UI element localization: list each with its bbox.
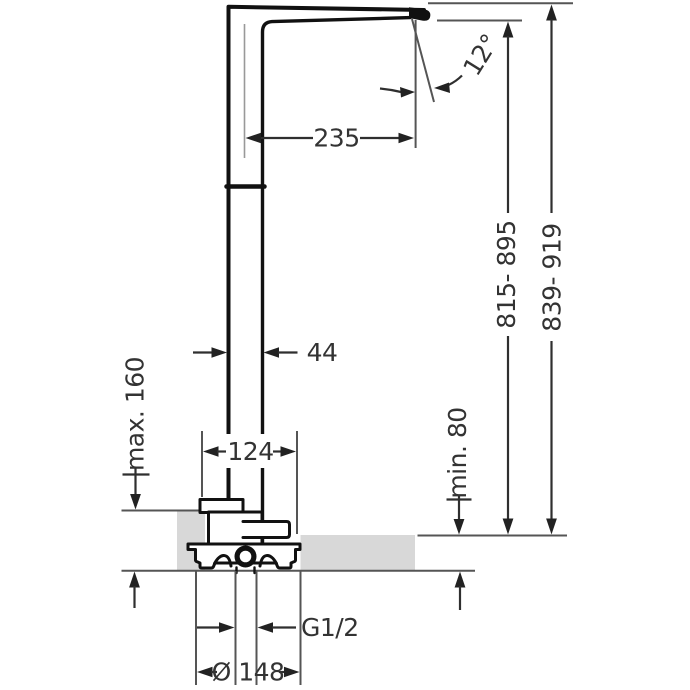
- bottom-extension-lines: [195, 571, 302, 685]
- dim-spout-reach: 235: [245, 124, 414, 153]
- dim-spout-height: 815- 895: [437, 19, 522, 535]
- dim-escutcheon-width-label: 124: [227, 437, 273, 466]
- dim-base-diameter: Ø 148: [197, 658, 300, 687]
- arrowhead-up: [454, 571, 466, 588]
- dim-spout-angle-label: 12°: [457, 29, 504, 81]
- spout-underside-and-inner-edge: [260, 15, 412, 546]
- arrowhead-right: [434, 82, 450, 93]
- arrowhead-bottom: [502, 518, 514, 535]
- arrowhead-right: [398, 132, 414, 144]
- angle-arc-right: [448, 74, 463, 86]
- dim-total-height-label: 839- 919: [538, 223, 567, 331]
- arrowhead-top: [546, 4, 557, 21]
- arrowhead-up: [129, 571, 140, 588]
- arrowhead-down: [130, 494, 141, 510]
- dim-max-floor-buildup-label: max. 160: [121, 357, 150, 471]
- dim-total-height: 839- 919: [428, 2, 573, 535]
- arrowhead-right: [257, 622, 273, 633]
- dim-spout-reach-label: 235: [313, 124, 359, 153]
- mounting-clamp-right: [258, 554, 278, 568]
- dim-max-floor-buildup: max. 160: [121, 357, 150, 608]
- floor: [121, 509, 567, 572]
- dim-column-width: 44: [193, 338, 338, 367]
- dim-spout-height-label: 815- 895: [492, 220, 521, 328]
- arrowhead-bottom: [546, 518, 557, 535]
- dim-min-floor-buildup: min. 80: [443, 407, 472, 610]
- mounting-clamp-left: [213, 554, 233, 568]
- arrowhead-down: [453, 519, 465, 535]
- arrowhead-left: [203, 446, 219, 457]
- dim-base-diameter-label: Ø 148: [212, 658, 285, 687]
- arrowhead-left: [245, 132, 261, 144]
- arrowhead-left: [211, 347, 227, 358]
- dim-escutcheon-width: 124: [201, 431, 298, 534]
- tilted-axis-line: [411, 18, 435, 103]
- tub-spout-outlet: [241, 520, 291, 539]
- faucet-outline: [186, 4, 431, 575]
- mounting-ring-bore: [239, 550, 252, 563]
- label-gap-mask: [222, 434, 270, 468]
- dim-connection-thread-label: G1/2: [301, 613, 359, 642]
- arrowhead-right: [280, 446, 296, 457]
- angle-arc-left: [379, 87, 402, 94]
- floor-slab-right: [300, 535, 415, 571]
- arrowhead-left: [219, 622, 235, 633]
- arrowhead-right: [284, 666, 300, 678]
- dim-min-floor-buildup-label: min. 80: [443, 407, 472, 498]
- faucet-column-outer-edge: [226, 4, 426, 503]
- arrowhead-top: [502, 21, 514, 38]
- dim-column-width-label: 44: [307, 338, 338, 367]
- dim-connection-thread: G1/2: [197, 613, 359, 642]
- arrowhead-right: [263, 347, 279, 358]
- spout-tip: [409, 7, 431, 21]
- arrowhead-left: [400, 87, 415, 98]
- dim-spout-angle: 12°: [379, 18, 505, 148]
- arrowhead-left: [197, 666, 213, 678]
